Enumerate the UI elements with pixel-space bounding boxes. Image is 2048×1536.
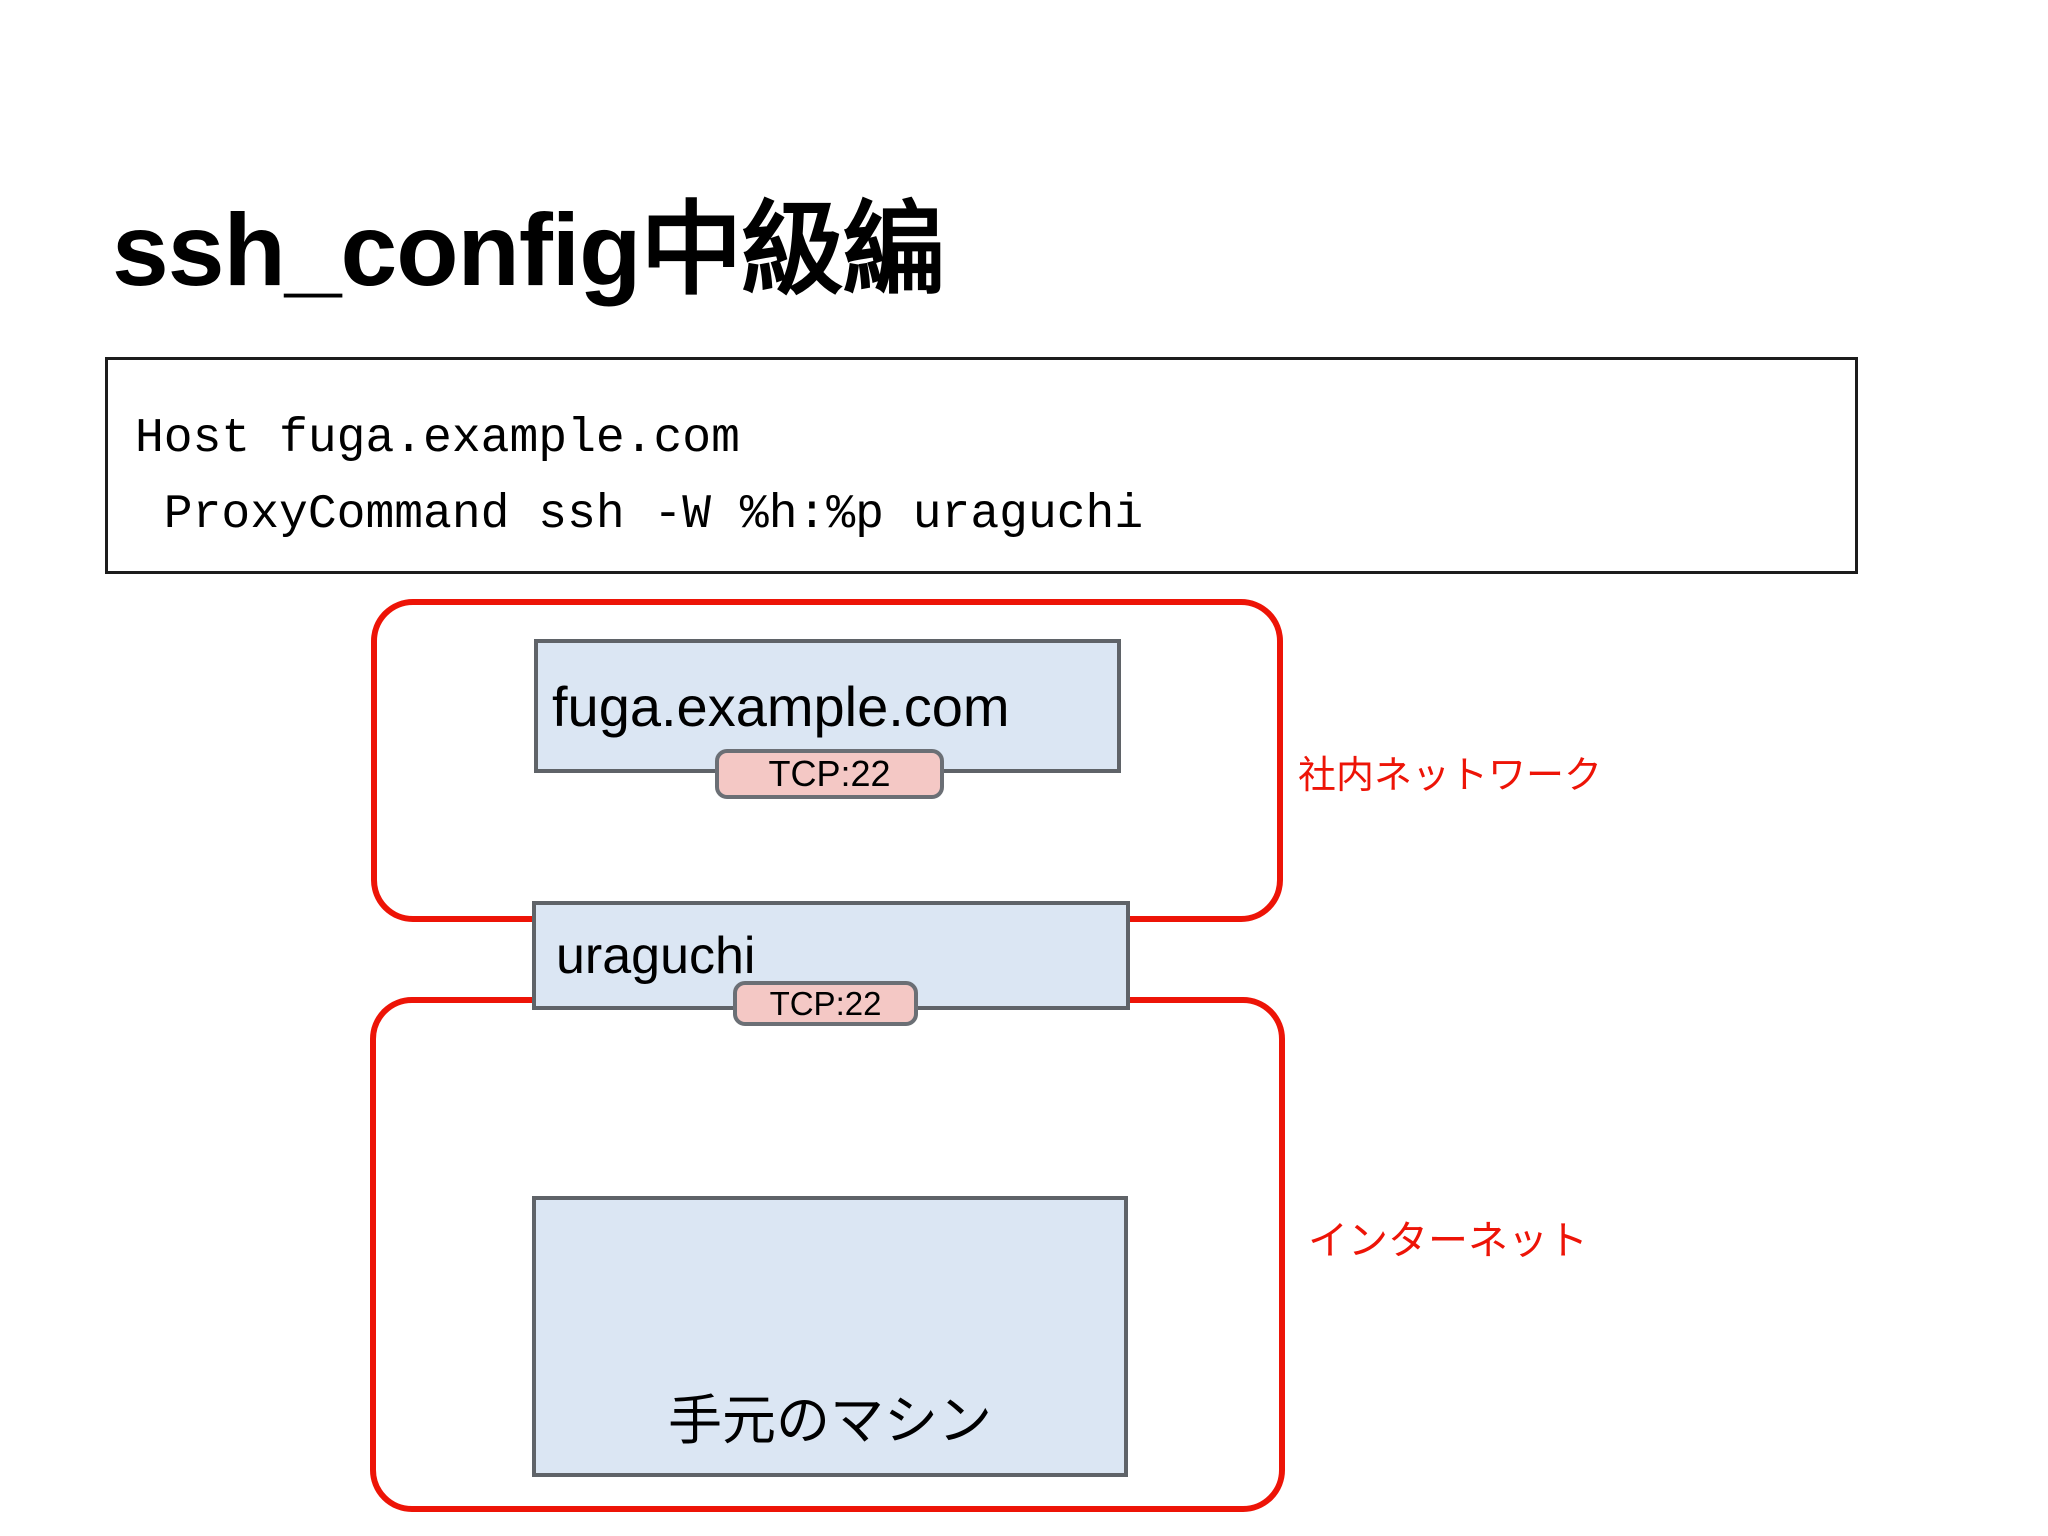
port-badge-uraguchi: TCP:22: [733, 981, 918, 1026]
host-label-uraguchi: uraguchi: [556, 926, 756, 985]
page-title: ssh_config中級編: [112, 193, 944, 307]
internet-label: インターネット: [1308, 1219, 1588, 1263]
internal-network-label: 社内ネットワーク: [1298, 755, 1603, 797]
port-badge-fuga: TCP:22: [715, 749, 944, 799]
ssh-config-code-box: Host fuga.example.com ProxyCommand ssh -…: [105, 357, 1858, 574]
code-line-proxycommand: ProxyCommand ssh -W %h:%p uraguchi: [135, 488, 1144, 542]
host-label-fuga: fuga.example.com: [552, 674, 1010, 738]
local-machine-box: 手元のマシン: [532, 1196, 1128, 1477]
code-line-host: Host fuga.example.com: [135, 412, 740, 466]
local-machine-label: 手元のマシン: [668, 1391, 992, 1451]
